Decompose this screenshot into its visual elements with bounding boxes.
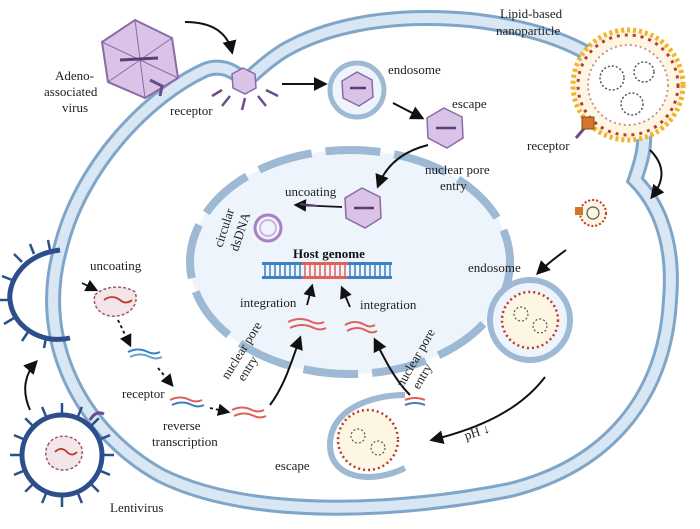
aav-in-nucleus	[344, 187, 382, 229]
arrow-uncoating-lenti	[81, 279, 99, 292]
label-aav-3: virus	[62, 100, 88, 115]
label-receptor-lnp: receptor	[527, 138, 570, 153]
label-integration-left: integration	[240, 295, 297, 310]
arrow-rna-release	[117, 319, 132, 348]
released-genome	[299, 203, 319, 207]
endosome-lnp	[487, 277, 573, 363]
arrow-aav-into-nucleus	[375, 144, 429, 189]
label-lnp-2: nanoparticle	[496, 23, 560, 38]
dna-fragment-left	[287, 318, 327, 331]
label-endosome-top: endosome	[388, 62, 441, 77]
arrow-to-escape	[392, 102, 425, 120]
arrow-aav-binding	[184, 21, 237, 55]
lipid-nanoparticle	[570, 27, 686, 143]
arrow-to-endosome-right	[536, 249, 567, 275]
lenti-spike	[100, 433, 111, 441]
lenti-spike	[13, 433, 24, 441]
lenti-spike	[24, 417, 34, 427]
dna-fragment-right	[344, 321, 378, 334]
lenti-spike	[90, 417, 100, 427]
dna-rungs	[264, 265, 391, 276]
viral-rna	[127, 348, 163, 360]
provirus-dna	[231, 406, 267, 419]
lenti-spike	[76, 406, 84, 417]
lenti-spike	[76, 493, 84, 504]
arrow-integration-left	[303, 283, 316, 306]
lenti-spikes	[10, 403, 114, 507]
lentivirus-fusing	[0, 239, 71, 349]
label-endosome-right: endosome	[468, 260, 521, 275]
label-nuclear-pore-top-2: entry	[440, 178, 467, 193]
lnp-escape-vesicle	[326, 392, 407, 480]
label-aav-1: Adeno-	[55, 68, 94, 83]
label-uncoating-lenti: uncoating	[90, 258, 142, 273]
lnp-at-membrane	[575, 199, 607, 227]
label-integration-right: integration	[360, 297, 417, 312]
viral-dsdna	[169, 396, 205, 408]
lenti-spikes-top	[0, 239, 52, 349]
endosome-aav	[327, 60, 387, 120]
arrow-nuclear-entry-right	[373, 337, 411, 396]
aav-at-membrane	[211, 67, 279, 111]
label-escape-bottom: escape	[275, 458, 310, 473]
aav-capsid-outside	[100, 18, 180, 100]
label-reverse-1: reverse	[163, 418, 201, 433]
nuclear-envelope	[186, 146, 514, 378]
receptor-cluster-top	[211, 88, 279, 111]
lenti-spike	[13, 469, 24, 477]
label-uncoating-aav: uncoating	[285, 184, 337, 199]
host-genome-dna	[262, 262, 392, 279]
label-ph: pH ↓	[462, 421, 491, 443]
lentivirus-particle	[10, 403, 114, 507]
lenti-spike	[40, 493, 48, 504]
lenti-spike	[40, 406, 48, 417]
membrane-inner	[48, 13, 676, 513]
label-lentivirus: Lentivirus	[110, 500, 163, 515]
label-lnp-1: Lipid-based	[500, 6, 563, 21]
label-receptor-top: receptor	[170, 103, 213, 118]
lenti-capsid	[93, 286, 137, 317]
arrow-integration-right	[340, 285, 352, 308]
aav-escaped	[426, 107, 464, 149]
arrow-nuclear-entry-mid	[269, 335, 303, 406]
lenti-spike	[100, 469, 111, 477]
arrow-reverse-transcription	[157, 367, 174, 387]
label-host-genome: Host genome	[293, 246, 365, 261]
label-reverse-2: transcription	[152, 434, 218, 449]
cell-membrane	[45, 10, 679, 516]
mrna-released	[404, 397, 426, 406]
label-nuclear-pore-top-1: nuclear pore	[425, 162, 490, 177]
label-aav-2: associated	[44, 84, 98, 99]
arrow-ph-drop	[429, 376, 546, 445]
arrow-lenti-binding	[23, 359, 38, 411]
label-receptor-lenti: receptor	[122, 386, 165, 401]
lenti-spike	[24, 483, 34, 493]
label-escape-top: escape	[452, 96, 487, 111]
arrow-to-provirus	[209, 403, 231, 416]
lnp-receptor	[574, 116, 595, 139]
lenti-spike	[90, 483, 100, 493]
arrow-lnp-binding	[649, 149, 665, 200]
circular-dsdna	[253, 213, 283, 243]
